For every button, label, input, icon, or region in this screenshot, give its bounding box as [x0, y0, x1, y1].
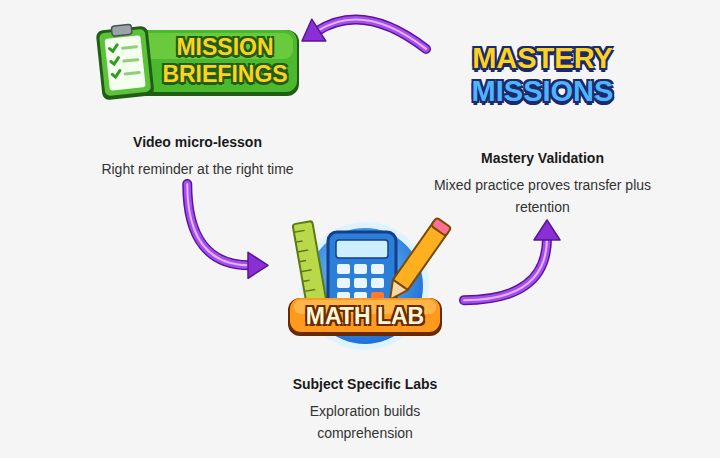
curved-arrow [464, 220, 560, 300]
stage-node: MATH LAB Subject Specific LabsExploration… [270, 212, 460, 444]
stage-heading: Mastery Validation [481, 148, 604, 168]
logo-title: MASTERY MISSIONS [468, 42, 618, 108]
curved-arrow [187, 184, 268, 278]
stage-node: MISSION BRIEFINGS Video micro-lessonRight… [95, 22, 300, 180]
stage-description: Right reminder at the right time [101, 158, 293, 180]
curved-arrow [302, 19, 426, 49]
stage-node: MASTERY MISSIONS Mastery ValidationMixed … [430, 40, 655, 218]
logo-title: MATH LAB [295, 302, 435, 330]
logo-badge: MISSION BRIEFINGS [95, 22, 300, 102]
logo-badge: MASTERY MISSIONS [468, 40, 618, 110]
stage-description: Exploration builds comprehension [270, 400, 460, 444]
logo-badge: MATH LAB [270, 212, 460, 352]
stage-description: Mixed practice proves transfer plus rete… [430, 174, 655, 218]
stage-heading: Subject Specific Labs [293, 374, 438, 394]
logo-title: MISSION BRIEFINGS [155, 34, 295, 88]
stage-heading: Video micro-lesson [133, 132, 262, 152]
